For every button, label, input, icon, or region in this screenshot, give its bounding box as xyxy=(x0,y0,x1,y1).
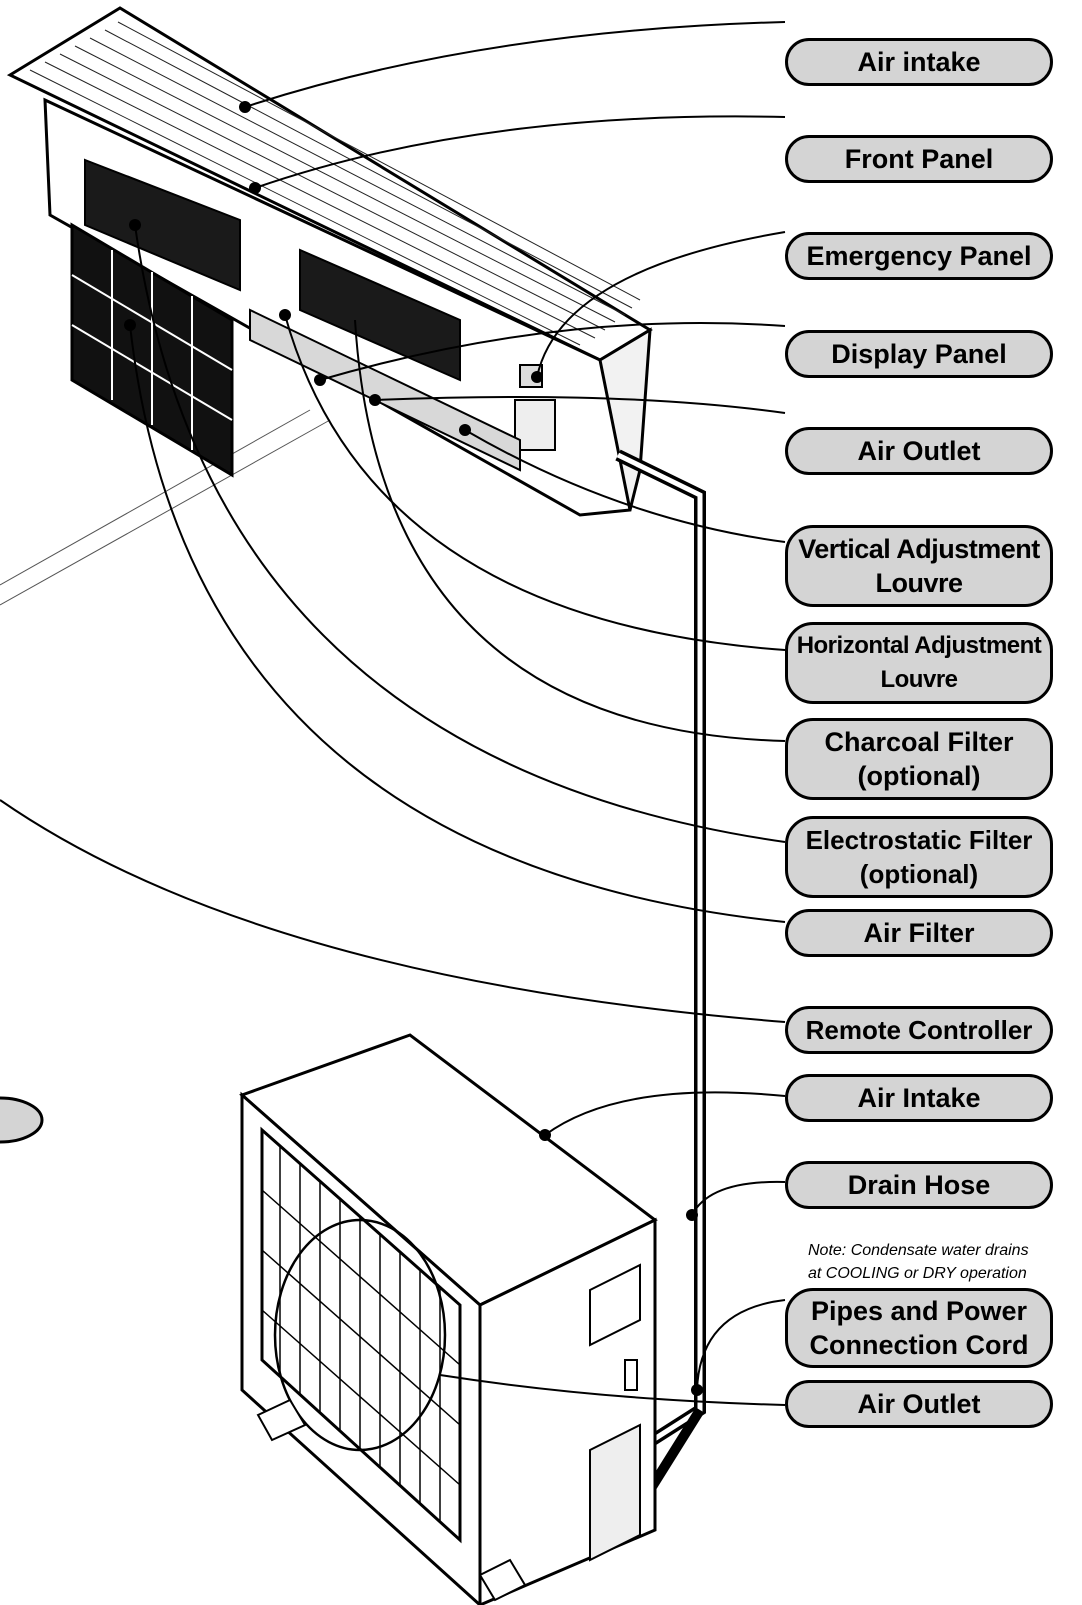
label-air-intake-indoor: Air intake xyxy=(785,38,1053,86)
label-air-outlet-indoor: Air Outlet xyxy=(785,427,1053,475)
indoor-unit xyxy=(6,6,653,517)
label-vertical-adjustment-louvre: Vertical Adjustment Louvre xyxy=(785,525,1053,607)
label-front-panel: Front Panel xyxy=(785,135,1053,183)
leader-lines xyxy=(0,21,786,1406)
label-emergency-panel: Emergency Panel xyxy=(785,232,1053,280)
remote-controller-shape xyxy=(0,1096,44,1144)
label-electrostatic-filter: Electrostatic Filter (optional) xyxy=(785,816,1053,898)
front-filter-openings xyxy=(84,158,461,382)
label-remote-controller: Remote Controller xyxy=(785,1006,1053,1054)
label-drain-hose: Drain Hose xyxy=(785,1161,1053,1209)
label-air-outlet-outdoor: Air Outlet xyxy=(785,1380,1053,1428)
floor-lines xyxy=(0,409,331,606)
intake-grille xyxy=(29,21,641,346)
label-display-panel: Display Panel xyxy=(785,330,1053,378)
label-charcoal-filter: Charcoal Filter (optional) xyxy=(785,718,1053,800)
label-pipes-power-cord: Pipes and Power Connection Cord xyxy=(785,1288,1053,1368)
label-air-filter: Air Filter xyxy=(785,909,1053,957)
condensate-note: Note: Condensate water drains at COOLING… xyxy=(808,1242,1029,1282)
outdoor-unit xyxy=(239,1033,658,1605)
label-air-intake-outdoor: Air Intake xyxy=(785,1074,1053,1122)
label-horizontal-adjustment-louvre: Horizontal Adjustment Louvre xyxy=(785,622,1053,704)
outdoor-grille xyxy=(261,1146,461,1521)
removed-filter xyxy=(70,222,234,478)
pipe-run xyxy=(615,449,706,1493)
leader-dots xyxy=(124,101,703,1396)
